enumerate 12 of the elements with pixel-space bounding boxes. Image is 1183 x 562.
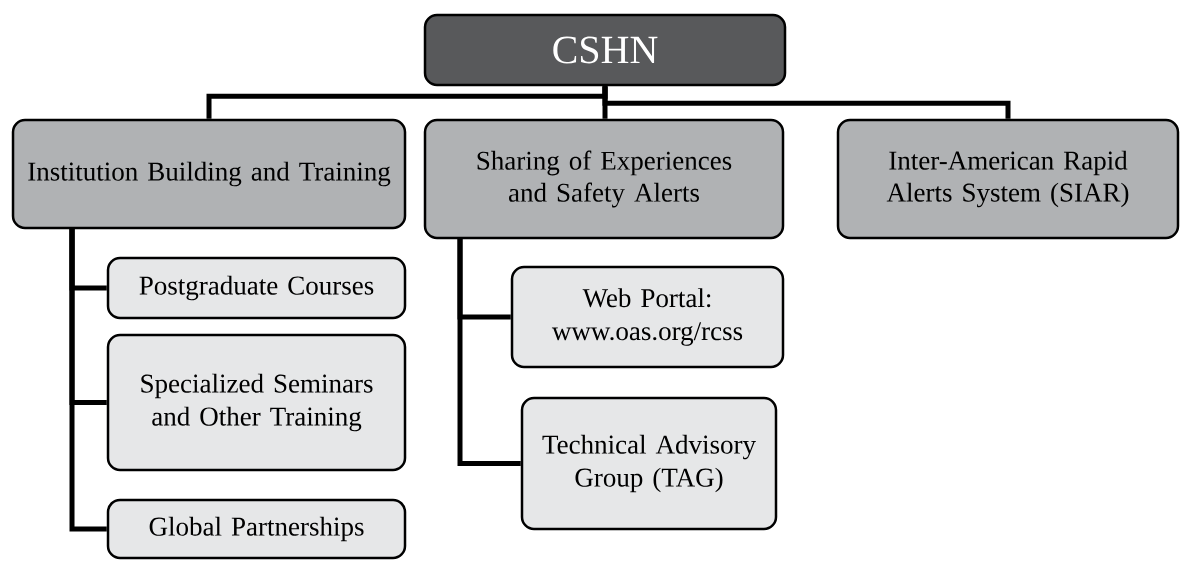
program-box: Web Portal: www.oas.org/rcss — [510, 265, 785, 369]
category-box: Institution Building and Training — [11, 118, 407, 230]
connector-line — [457, 238, 521, 466]
connector-line — [69, 228, 107, 532]
category-box: Sharing of Experiences and Safety Alerts — [423, 118, 785, 240]
root-box: CSHN — [423, 13, 787, 87]
program-box: Global Partnerships — [106, 498, 407, 560]
program-box: Postgraduate Courses — [106, 256, 407, 320]
program-box: Specialized Seminars and Other Training — [106, 333, 407, 472]
connector-line — [602, 86, 1011, 119]
program-box: Technical Advisory Group (TAG) — [520, 396, 778, 531]
category-box: Inter-American Rapid Alerts System (SIAR) — [836, 118, 1180, 240]
